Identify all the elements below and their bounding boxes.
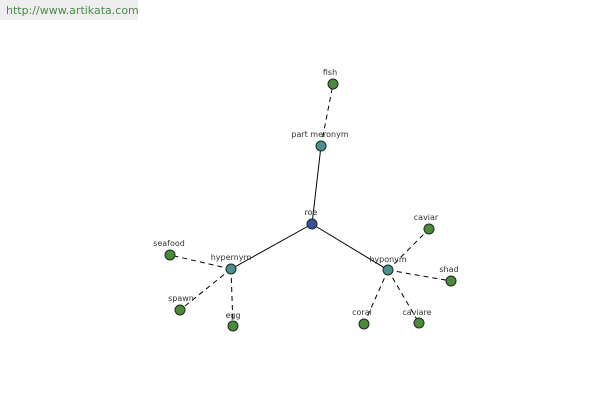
node-hyponym[interactable] [382, 264, 394, 276]
node-fish[interactable] [327, 78, 339, 90]
label-roe: roe [305, 208, 318, 217]
label-fish: fish [323, 68, 337, 77]
edge-hypernym-egg [230, 268, 234, 327]
edge-root-hypernym [230, 223, 313, 270]
label-egg: egg [225, 311, 240, 320]
node-spawn[interactable] [174, 304, 186, 316]
node-seafood[interactable] [164, 249, 176, 261]
node-egg[interactable] [227, 320, 239, 332]
edge-hypernym-spawn [179, 268, 232, 311]
label-spawn: spawn [168, 294, 194, 303]
edge-hyponym-caviare [387, 269, 420, 324]
watermark-url[interactable]: http://www.artikata.com [6, 4, 139, 17]
label-shad: shad [439, 265, 458, 274]
node-coral[interactable] [358, 318, 370, 330]
label-hyponym: hyponym [369, 255, 407, 264]
label-coral: coral [352, 308, 372, 317]
watermark-bar: http://www.artikata.com [0, 0, 139, 20]
edge-hypernym-seafood [169, 254, 232, 270]
node-shad[interactable] [445, 275, 457, 287]
edge-part-meronym-fish [320, 83, 334, 147]
label-hypernym: hypernym [211, 253, 252, 262]
node-roe[interactable] [306, 218, 318, 230]
edge-hyponym-coral [363, 269, 389, 325]
label-seafood: seafood [153, 239, 185, 248]
node-caviare[interactable] [413, 317, 425, 329]
label-part-meronym: part meronym [291, 130, 348, 139]
edge-hyponym-caviar [387, 228, 430, 271]
edge-root-part-meronym [311, 145, 322, 225]
edge-root-hyponym [311, 223, 389, 271]
node-part-meronym[interactable] [315, 140, 327, 152]
edge-hyponym-shad [387, 269, 452, 282]
label-caviar: caviar [414, 213, 439, 222]
node-caviar[interactable] [423, 223, 435, 235]
node-hypernym[interactable] [225, 263, 237, 275]
label-caviare: caviare [402, 308, 431, 317]
